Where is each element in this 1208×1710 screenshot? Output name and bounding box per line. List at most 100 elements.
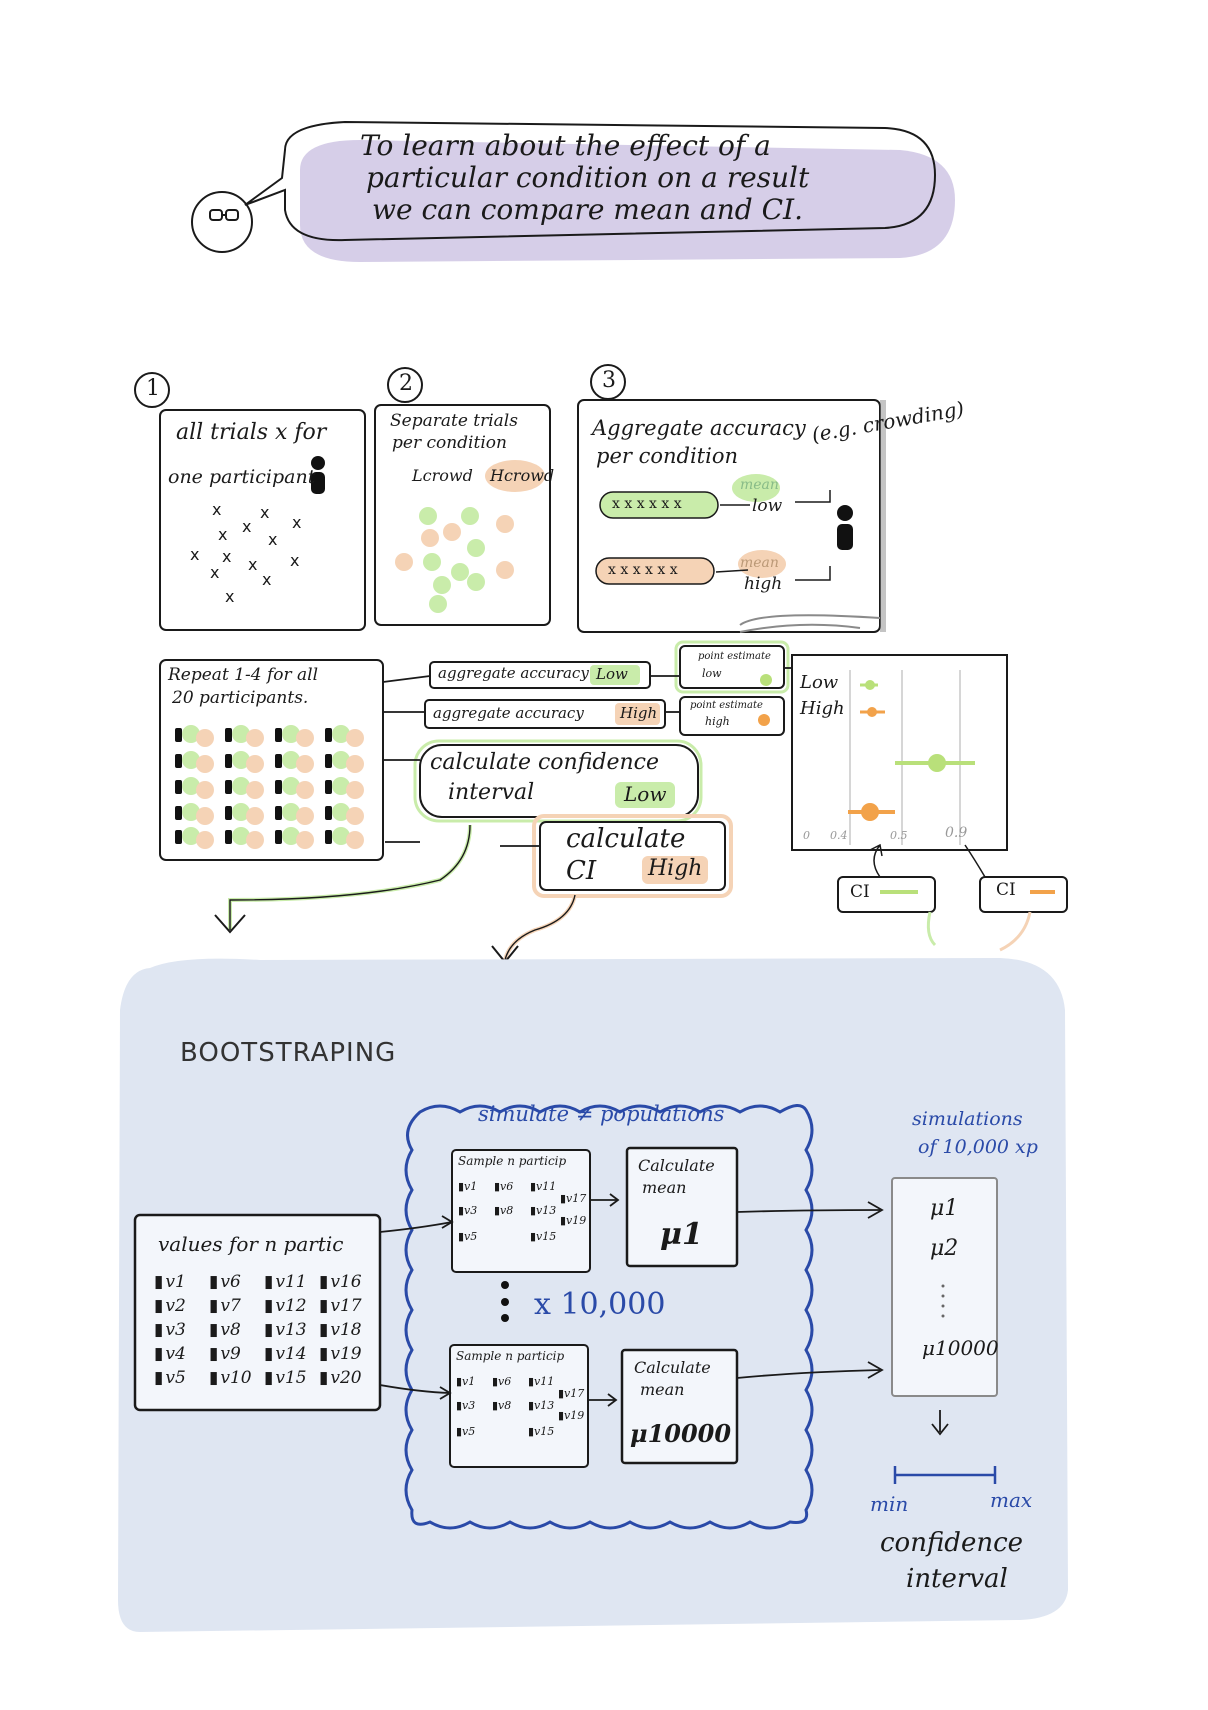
step3-mean-low: mean [740,477,779,493]
participant-value: ▮v19 [319,1344,362,1364]
person-icon: ▮ [154,1272,164,1292]
agg-high-label: aggregate accuracy [433,704,584,722]
mu-1-result: μ1 [660,1217,703,1252]
values-box [133,1213,382,1412]
step1-box [159,409,366,631]
participant-value-label: v13 [275,1320,307,1340]
agg-low-label: aggregate accuracy [438,664,589,682]
pe-high-line-2: high [705,715,730,728]
confidence-line-1: confidence [880,1528,1024,1558]
participant-value: ▮v17 [319,1296,362,1316]
mu-list-last: μ10000 [922,1336,999,1360]
mean-box-2 [620,1348,739,1465]
repeat-line-2: 20 participants. [172,688,309,708]
person-icon: ▮ [319,1320,329,1340]
sample-value: ▮v17 [558,1387,585,1400]
plot-legend-high: High [800,698,845,719]
participant-value: ▮v13 [264,1320,307,1340]
person-icon: ▮ [319,1344,329,1364]
step3-low-label: low [752,496,783,516]
step3-high-label: high [744,574,783,594]
participant-value: ▮v10 [209,1368,252,1388]
svg-text:x: x [225,587,234,606]
person-icon: ▮ [154,1296,164,1316]
pe-low-line-1: point estimate [698,651,771,662]
svg-text:x: x [210,563,219,582]
participant-value: ▮v15 [264,1368,307,1388]
participant-value-label: v11 [275,1272,307,1292]
person-icon: ▮ [209,1320,219,1340]
sample-value: ▮v13 [530,1204,557,1217]
participant-value: ▮v18 [319,1320,362,1340]
bootstrap-panel [118,958,1068,1632]
person-icon: ▮ [209,1368,219,1388]
participant-value-label: v16 [330,1272,362,1292]
speech-line-3: we can compare mean and CI. [372,193,803,226]
sample-value: ▮v19 [560,1214,587,1227]
participant-value-label: v14 [275,1344,307,1364]
high-trials-pill [595,557,715,585]
step1-line-2: one participant [168,466,316,488]
participant-value-label: v2 [165,1296,186,1316]
mu-last-result: μ10000 [630,1419,732,1448]
participants-grid [175,725,364,849]
participant-value-label: v17 [330,1296,362,1316]
svg-text:x: x [292,513,301,532]
person-icon: ▮ [209,1296,219,1316]
sample-value: ▮v1 [458,1180,478,1193]
ci-label-high: CI [996,880,1016,900]
ci-min-label: min [870,1492,909,1516]
agg-high-tag: High [620,704,658,722]
bootstrap-title: BOOTSTRAPING [180,1038,397,1068]
ci-high-line-1: calculate [566,824,686,854]
step3-mean-high: mean [740,555,779,571]
sample-values-1: ▮v1▮v6▮v11▮v17▮v3▮v8▮v13▮v19▮v5▮v15 [458,1180,586,1265]
person-icon: ▮ [264,1296,274,1316]
speech-bubble-shadow [300,140,955,262]
sample-value: ▮v19 [558,1409,585,1422]
agg-high-box [424,699,666,729]
step2-box [374,404,551,626]
participant-value: ▮v9 [209,1344,241,1364]
participant-value-label: v18 [330,1320,362,1340]
sample-value: ▮v5 [456,1425,476,1438]
svg-text:x: x [242,517,251,536]
mu-list-1: μ1 [930,1196,959,1221]
step2-low-label: Lcrowd [412,466,473,485]
svg-text:x: x [248,555,257,574]
ci-low-line-1: calculate confidence [430,750,659,775]
ci-max-label: max [990,1488,1033,1512]
participant-value-label: v6 [220,1272,241,1292]
participant-value-label: v19 [330,1344,362,1364]
person-icon: ▮ [209,1344,219,1364]
sample-value: ▮v8 [492,1399,512,1412]
svg-text:x: x [222,547,231,566]
mean-box-1 [625,1146,739,1268]
step1-circle [134,372,170,408]
person-icon: ▮ [264,1344,274,1364]
sample-value: ▮v8 [494,1204,514,1217]
step3-high-trials: x x x x x x [608,562,678,578]
person-icon: ▮ [319,1296,329,1316]
participant-value: ▮v11 [264,1272,307,1292]
participant-value: ▮v8 [209,1320,241,1340]
sample-box-2 [449,1344,589,1468]
confidence-line-2: interval [906,1564,1008,1594]
participant-value-label: v7 [220,1296,241,1316]
ci-high-box [539,821,726,891]
step3-line-2: per condition [596,444,738,468]
plot-tick-1: 0.4 [830,829,848,842]
condition-dots [395,507,514,613]
simulations-line-2: of 10,000 xp [918,1136,1038,1158]
participant-value: ▮v2 [154,1296,186,1316]
step3-number: 3 [602,368,616,393]
svg-text:x: x [218,525,227,544]
sample-value: ▮v3 [458,1204,478,1217]
participant-value: ▮v7 [209,1296,241,1316]
ci-low-tag: Low [624,782,667,806]
step2-high-label: Hcrowd [490,466,555,485]
sample-box-1 [451,1149,591,1273]
sample-value: ▮v17 [560,1192,587,1205]
person-icon: ▮ [154,1320,164,1340]
